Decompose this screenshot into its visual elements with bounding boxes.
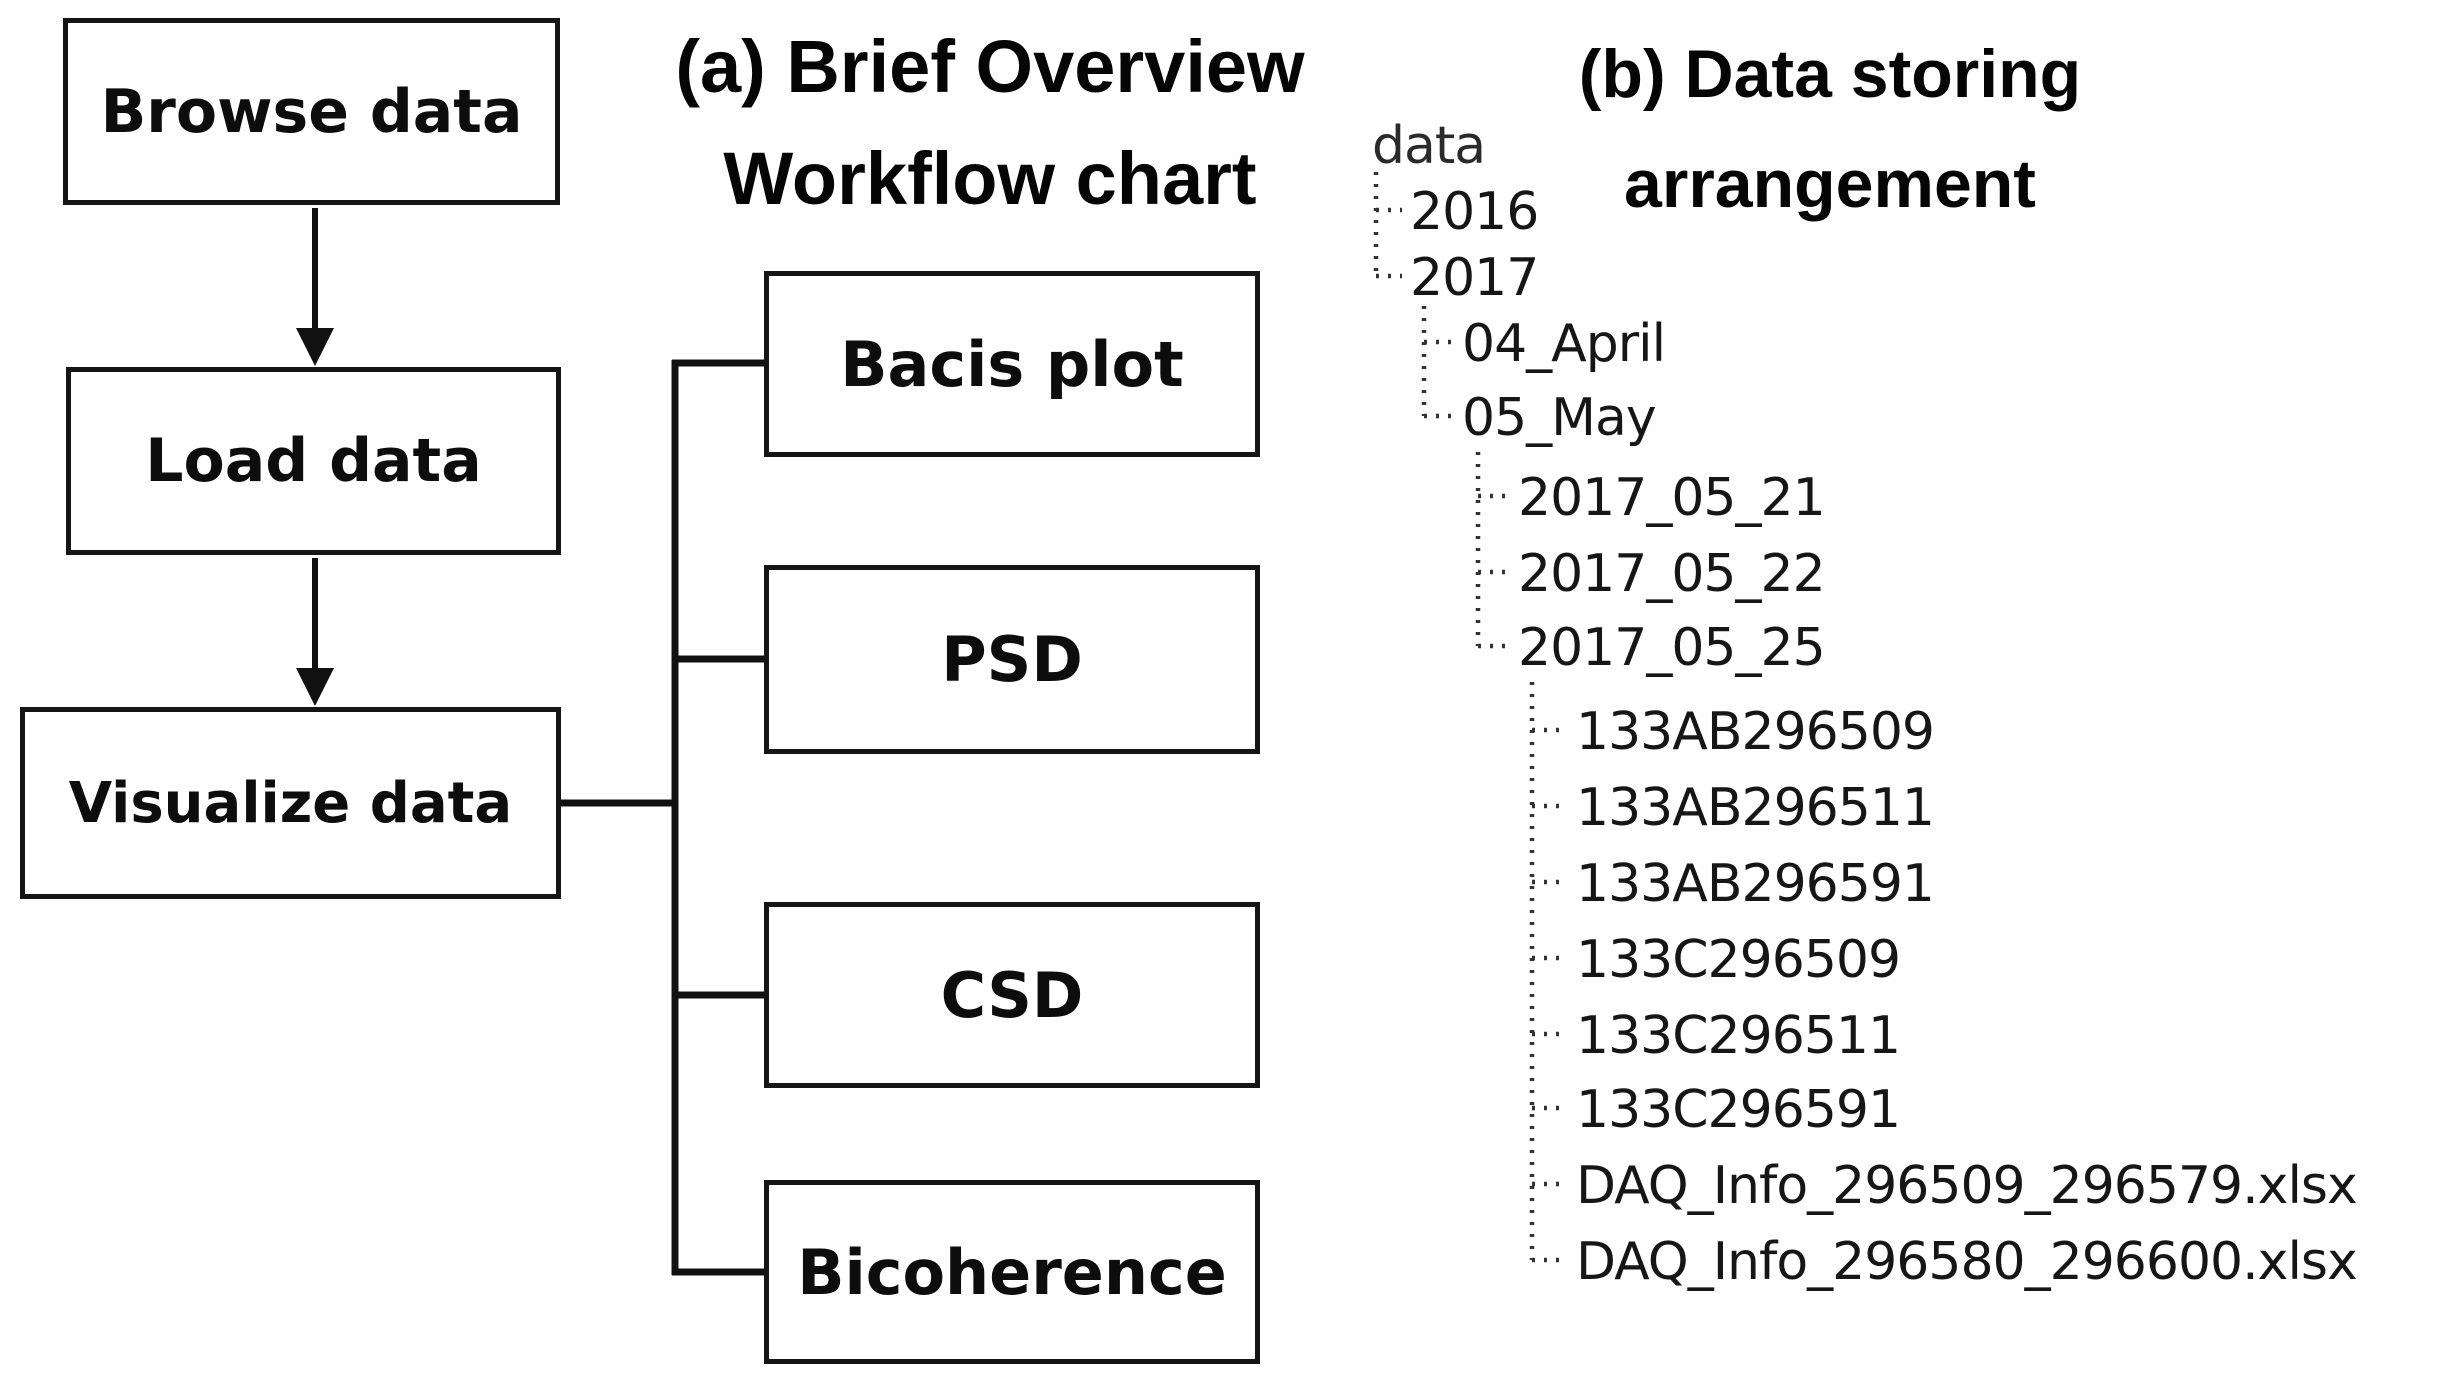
flowchart-box-bicoherence: Bicoherence (764, 1180, 1260, 1364)
panel-a-title-line2: Workflow chart (723, 137, 1257, 220)
arrow-browse-to-load-head (296, 328, 334, 366)
flowchart-label-browse-data: Browse data (100, 76, 523, 147)
flowchart-box-psd: PSD (764, 565, 1260, 754)
flowchart-box-csd: CSD (764, 902, 1260, 1088)
flowchart-label-bicoherence: Bicoherence (797, 1235, 1227, 1309)
panel-a-title-line1: (a) Brief Overview (675, 25, 1305, 108)
tree-item-133c296509: 133C296509 (1576, 930, 1901, 990)
tree-item-daq-info-296580-296600: DAQ_Info_296580_296600.xlsx (1576, 1232, 2358, 1292)
tree-item-133ab296591: 133AB296591 (1576, 854, 1935, 914)
panel-b-title-line1: (b) Data storing (1578, 36, 2082, 112)
tree-item-2017: 2017 (1410, 248, 1539, 308)
tree-item-2016: 2016 (1410, 182, 1539, 242)
flowchart-box-load-data: Load data (66, 367, 561, 555)
flowchart-box-visualize-data: Visualize data (20, 707, 561, 899)
tree-item-133c296591: 133C296591 (1576, 1080, 1901, 1140)
tree-item-133c296511: 133C296511 (1576, 1006, 1901, 1066)
panel-b-title: (b) Data storing (1490, 40, 2170, 108)
panel-a-title: (a) Brief Overview (620, 30, 1360, 104)
flowchart-label-visualize-data: Visualize data (68, 770, 513, 836)
tree-item-133ab296511: 133AB296511 (1576, 778, 1935, 838)
tree-item-2017-05-25: 2017_05_25 (1518, 618, 1826, 678)
flowchart-label-csd: CSD (940, 958, 1084, 1032)
tree-item-daq-info-296509-296579: DAQ_Info_296509_296579.xlsx (1576, 1156, 2358, 1216)
panel-a-title-line2-wrap: Workflow chart (620, 142, 1360, 216)
flowchart-label-bacis-plot: Bacis plot (840, 327, 1184, 401)
flowchart-box-bacis-plot: Bacis plot (764, 271, 1260, 457)
tree-item-2017-05-21: 2017_05_21 (1518, 468, 1826, 528)
flowchart-label-psd: PSD (941, 623, 1083, 696)
tree-item-133ab296509: 133AB296509 (1576, 702, 1935, 762)
flowchart-box-browse-data: Browse data (63, 18, 560, 205)
tree-root-label: data (1372, 116, 1486, 176)
tree-item-05-may: 05_May (1462, 388, 1657, 448)
flowchart-label-load-data: Load data (145, 426, 482, 496)
panel-b-title-line2-wrap: arrangement (1490, 150, 2170, 218)
tree-item-2017-05-22: 2017_05_22 (1518, 544, 1826, 604)
panel-b-title-line2: arrangement (1624, 146, 2036, 222)
tree-item-04-april: 04_April (1462, 314, 1666, 374)
arrow-load-to-visualize-head (296, 668, 334, 706)
